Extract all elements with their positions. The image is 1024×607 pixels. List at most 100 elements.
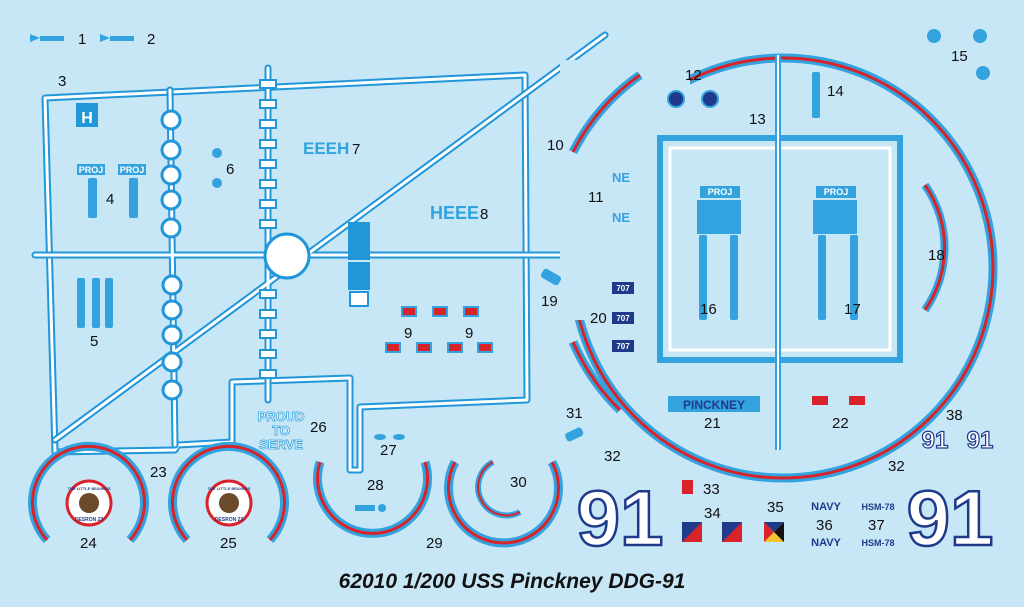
callout-30: 30 bbox=[510, 474, 527, 491]
decal-9-red-plates bbox=[385, 306, 493, 353]
svg-text:THE LITTLE BEAVERS: THE LITTLE BEAVERS bbox=[68, 486, 111, 491]
callout-1: 1 bbox=[78, 31, 86, 48]
decal-35-flag bbox=[764, 522, 784, 542]
callout-12: 12 bbox=[685, 67, 702, 84]
callout-18: 18 bbox=[928, 247, 945, 264]
svg-text:PROJ: PROJ bbox=[824, 187, 849, 197]
decal-33-plate bbox=[682, 480, 693, 494]
callout-2: 2 bbox=[147, 31, 155, 48]
callout-8: 8 bbox=[480, 206, 488, 223]
svg-text:DESRON 23: DESRON 23 bbox=[75, 517, 104, 523]
decal-2-wing bbox=[100, 34, 134, 42]
decal-7-letters: EEEH bbox=[303, 139, 349, 158]
decal-27-marks bbox=[374, 434, 405, 440]
callout-14: 14 bbox=[827, 83, 844, 100]
callout-3: 3 bbox=[58, 73, 66, 90]
panel-bar-cap bbox=[349, 291, 369, 307]
callout-19: 19 bbox=[541, 293, 558, 310]
callout-4: 4 bbox=[106, 191, 114, 208]
decal-37-hsm-a: HSM-78 bbox=[861, 502, 894, 512]
decal-28-plate bbox=[355, 505, 375, 511]
callout-9a: 9 bbox=[404, 325, 412, 342]
sprue-gates bbox=[160, 109, 311, 401]
decal-15-roundels bbox=[927, 29, 990, 80]
svg-text:THE LITTLE BEAVERS: THE LITTLE BEAVERS bbox=[208, 486, 251, 491]
decal-6-snowflake-icons bbox=[212, 148, 222, 188]
panel-bar-upper bbox=[348, 222, 370, 260]
callout-35: 35 bbox=[767, 499, 784, 516]
svg-text:PROJ: PROJ bbox=[79, 165, 104, 175]
decal-26-motto: PROUD TO SERVE bbox=[257, 409, 305, 453]
callout-numbers: 1 2 3 4 5 6 7 8 9 9 10 11 12 13 14 15 16… bbox=[58, 31, 968, 552]
callout-22: 22 bbox=[832, 415, 849, 432]
callout-33: 33 bbox=[703, 481, 720, 498]
decal-11-ne-upper: NE bbox=[612, 170, 630, 185]
callout-21: 21 bbox=[704, 415, 721, 432]
callout-31: 31 bbox=[566, 405, 583, 422]
callout-38: 38 bbox=[946, 407, 963, 424]
sprue-ladder bbox=[259, 79, 277, 379]
decal-12-badges bbox=[667, 90, 719, 108]
callout-36: 36 bbox=[816, 517, 833, 534]
callout-23: 23 bbox=[150, 464, 167, 481]
sheet-caption: 62010 1/200 USS Pinckney DDG-91 bbox=[339, 570, 686, 593]
decal-36-navy-a: NAVY bbox=[811, 501, 841, 513]
svg-text:PINCKNEY: PINCKNEY bbox=[683, 398, 745, 412]
decal-29-ring bbox=[313, 460, 432, 538]
decal-8-letters: HEEE bbox=[430, 203, 479, 223]
callout-34: 34 bbox=[704, 505, 721, 522]
decal-36-navy-b: NAVY bbox=[811, 537, 841, 549]
callout-27: 27 bbox=[380, 442, 397, 459]
decal-38-hull-number-b: 91 bbox=[967, 427, 994, 454]
svg-text:707: 707 bbox=[616, 284, 630, 293]
decal-5-draft-marks bbox=[77, 278, 113, 328]
callout-7: 7 bbox=[352, 141, 360, 158]
panel-bar-lower bbox=[348, 262, 370, 290]
decal-31-plate bbox=[565, 427, 584, 442]
sprue-frame-left-inner bbox=[43, 73, 529, 472]
callout-13: 13 bbox=[749, 111, 766, 128]
callout-32b: 32 bbox=[888, 458, 905, 475]
callout-9b: 9 bbox=[465, 325, 473, 342]
svg-text:PROJ: PROJ bbox=[120, 165, 145, 175]
callout-11: 11 bbox=[588, 189, 604, 206]
decal-38-hull-number-a: 91 bbox=[922, 427, 949, 454]
svg-text:DESRON 23: DESRON 23 bbox=[215, 517, 244, 523]
decal-32-hull-number-right: 91 bbox=[907, 474, 994, 562]
callout-20: 20 bbox=[590, 310, 607, 327]
decal-14-draft bbox=[812, 72, 820, 118]
callout-10: 10 bbox=[547, 137, 564, 154]
decal-37-hsm-b: HSM-78 bbox=[861, 538, 894, 548]
callout-17: 17 bbox=[844, 301, 861, 318]
svg-text:707: 707 bbox=[616, 314, 630, 323]
callout-15: 15 bbox=[951, 48, 968, 65]
svg-text:PROJ: PROJ bbox=[708, 187, 733, 197]
callout-28: 28 bbox=[367, 477, 384, 494]
decal-30-ring bbox=[444, 459, 563, 548]
decal-24-crest: THE LITTLE BEAVERS DESRON 23 bbox=[28, 441, 149, 544]
decal-28-gear bbox=[378, 504, 386, 512]
callout-25: 25 bbox=[220, 535, 237, 552]
decal-19-plate bbox=[540, 268, 562, 286]
decal-17-proj-markings: PROJ bbox=[813, 186, 858, 320]
callout-5: 5 bbox=[90, 333, 98, 350]
decal-25-crest: THE LITTLE BEAVERS DESRON 23 bbox=[168, 441, 289, 544]
decal-34-flags bbox=[682, 522, 742, 542]
callout-6: 6 bbox=[226, 161, 234, 178]
callout-32a: 32 bbox=[604, 448, 621, 465]
callout-26: 26 bbox=[310, 419, 327, 436]
svg-text:TO: TO bbox=[272, 423, 290, 438]
decal-1-wing bbox=[30, 34, 64, 42]
decal-20-codes: 707 707 707 bbox=[612, 282, 634, 352]
callout-37: 37 bbox=[868, 517, 885, 534]
decal-11-ne-lower: NE bbox=[612, 210, 630, 225]
decal-22-red-plates bbox=[812, 396, 865, 405]
callout-29: 29 bbox=[426, 535, 443, 552]
svg-text:SERVE: SERVE bbox=[259, 437, 303, 452]
svg-text:H: H bbox=[81, 110, 93, 127]
decal-21-name-plate: PINCKNEY bbox=[668, 396, 760, 412]
callout-16: 16 bbox=[700, 301, 717, 318]
svg-text:PROUD: PROUD bbox=[258, 409, 305, 424]
decal-4-proj-marks: PROJ PROJ bbox=[77, 164, 146, 218]
